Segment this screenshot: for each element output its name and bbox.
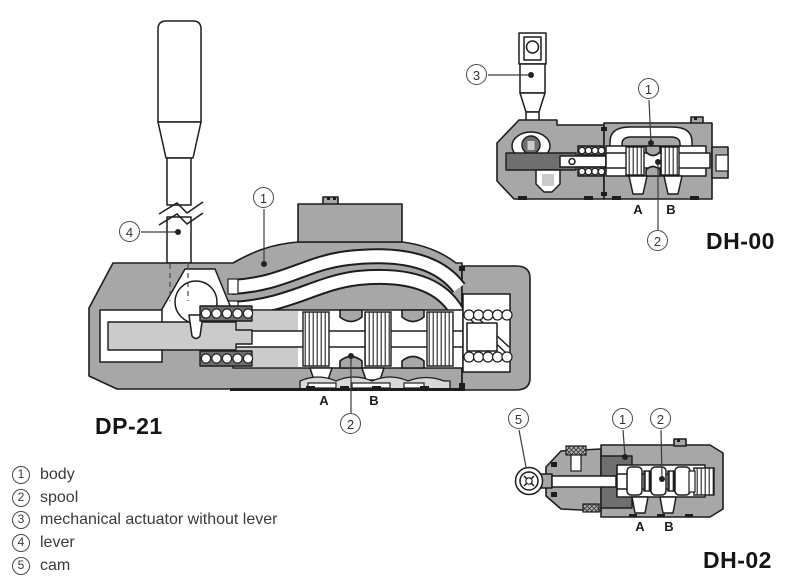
port-b-label-dh00: B [666,202,676,217]
dh02-spring [693,467,715,496]
dh02-cam-roller [514,466,553,496]
callout-lever-dp21: 4 [119,221,140,242]
legend-label-actuator: mechanical actuator without lever [40,511,278,529]
port-a-label-dh00: A [633,202,643,217]
callout-spool-dh02: 2 [650,408,671,429]
port-a-label-dh02: A [635,519,645,534]
legend-item-lever: 4 lever [12,532,277,555]
legend-item-actuator: 3 mechanical actuator without lever [12,509,277,532]
parts-legend: 1 body 2 spool 3 mechanical actuator wit… [12,464,277,577]
dh00-callout-leaders [488,72,661,230]
dh00-spool-land [625,146,645,176]
model-label-dp21: DP-21 [95,413,163,439]
dp21-ports [230,367,465,391]
dh00-spring [577,145,606,177]
legend-item-body: 1 body [12,464,277,487]
callout-actuator-dh00: 3 [466,64,487,85]
legend-num-1: 1 [12,466,30,485]
dp21-spool-land [302,311,330,367]
callout-cam-dh02: 5 [508,408,529,429]
port-b-label-dh02: B [664,519,674,534]
dp21-lever [157,20,204,264]
callout-body-dh02: 1 [612,408,633,429]
dp21-plunger [99,305,254,367]
model-label-dh00: DH-00 [706,228,775,254]
dp21-spool-land [364,311,392,367]
legend-label-lever: lever [40,534,75,552]
dh00-spool-land [660,146,680,176]
dh02-spool-land [626,466,643,496]
callout-body-dh00: 1 [638,78,659,99]
legend-item-cam: 5 cam [12,554,277,577]
callout-spool-dp21: 2 [340,413,361,434]
dh00-actuator [518,32,547,124]
dp21-callout-leaders [141,209,354,413]
legend-num-4: 4 [12,534,30,553]
dp21-spool-land [426,311,454,367]
dp21-spring-right [462,293,513,373]
dh00-drawing [488,32,729,230]
dh02-adjuster-knob [565,445,587,456]
legend-item-spool: 2 spool [12,487,277,510]
dp21-channels [227,248,467,320]
dh02-drawing [514,429,724,518]
legend-num-5: 5 [12,556,30,575]
legend-label-body: body [40,466,75,484]
dh00-mechanism [505,131,607,193]
port-b-label-dp21: B [369,393,379,408]
dh02-plunger [551,475,617,488]
port-a-label-dp21: A [319,393,329,408]
dh02-callout-leaders [518,429,665,482]
dp21-drawing [88,20,531,413]
dp21-top-cap [297,203,403,243]
dh02-spool-land [674,466,691,496]
callout-spool-dh00: 2 [647,230,668,251]
dp21-spring-left [199,305,254,367]
legend-label-cam: cam [40,556,71,574]
legend-num-2: 2 [12,488,30,507]
legend-num-3: 3 [12,511,30,530]
legend-label-spool: spool [40,488,79,506]
callout-body-dp21: 1 [253,187,274,208]
model-label-dh02: DH-02 [703,547,772,573]
dp21-spool-chamber [232,309,464,369]
